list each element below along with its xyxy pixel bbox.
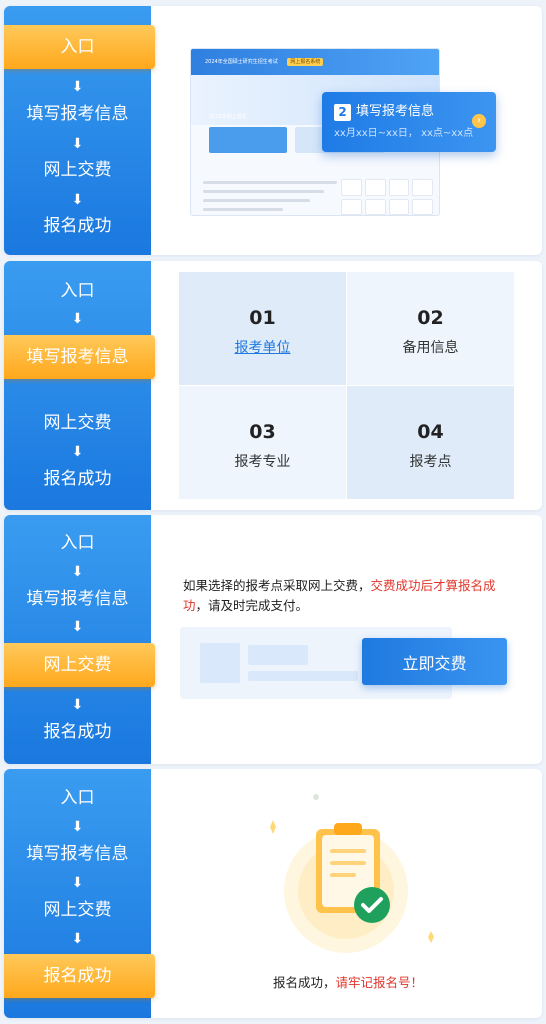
arrow-down-icon: ⬇ — [71, 136, 84, 152]
step-entry[interactable]: 入口 — [60, 533, 95, 553]
fill-info-callout: 2 填写报考信息 xx月xx日~xx日， xx点~xx点 › — [322, 92, 496, 152]
success-document-icon — [270, 794, 434, 953]
arrow-down-icon: ⬇ — [71, 311, 84, 327]
preview-shortcut-grid — [341, 179, 433, 215]
section-number: 03 — [249, 421, 276, 443]
step-success-active[interactable]: 报名成功 — [4, 954, 155, 998]
step-card-fill-info: 入口 ⬇ 填写报考信息 网上交费 ⬇ 报名成功 01 报考单位 02 备用信息 … — [4, 261, 542, 510]
section-number: 02 — [417, 307, 444, 329]
preview-badge: 网上报名系统 — [287, 58, 324, 66]
step-entry-active[interactable]: 入口 — [4, 25, 155, 69]
arrow-down-icon: ⬇ — [71, 931, 84, 947]
success-message: 报名成功，请牢记报名号！ — [154, 973, 542, 993]
step-rail: 入口 ⬇ 填写报考信息 网上交费 ⬇ 报名成功 — [4, 261, 155, 510]
success-warning: 请牢记报名号！ — [335, 975, 424, 990]
chevron-right-icon[interactable]: › — [472, 114, 486, 128]
step-fill-info[interactable]: 填写报考信息 — [26, 844, 129, 864]
payment-preview — [180, 627, 452, 699]
step-success[interactable]: 报名成功 — [43, 722, 112, 742]
step-fill-info[interactable]: 填写报考信息 — [26, 589, 129, 609]
step-entry[interactable]: 入口 — [60, 788, 95, 808]
notice-text-end: ，请及时完成支付。 — [195, 598, 309, 613]
step-fill-info[interactable]: 填写报考信息 — [26, 104, 129, 124]
check-circle-icon — [354, 887, 390, 923]
callout-time: xx月xx日~xx日， xx点~xx点 — [334, 128, 474, 139]
section-card-institution[interactable]: 01 报考单位 — [179, 272, 346, 385]
step-rail: 入口 ⬇ 填写报考信息 ⬇ 网上交费 ⬇ 报名成功 — [4, 6, 155, 255]
preview-panel-title: 2025年网上报名 — [209, 114, 247, 120]
arrow-down-icon: ⬇ — [71, 192, 84, 208]
step-entry[interactable]: 入口 — [60, 281, 95, 301]
section-card-major[interactable]: 03 报考专业 — [179, 386, 346, 499]
step-card-entry: 入口 ⬇ 填写报考信息 ⬇ 网上交费 ⬇ 报名成功 2024年全国硕士研究生招生… — [4, 6, 542, 255]
callout-title: 填写报考信息 — [356, 104, 435, 119]
arrow-down-icon: ⬇ — [71, 619, 84, 635]
arrow-down-icon: ⬇ — [71, 79, 84, 95]
notice-text: 如果选择的报考点采取网上交费， — [183, 578, 371, 593]
arrow-down-icon: ⬇ — [71, 444, 84, 460]
arrow-down-icon: ⬇ — [71, 819, 84, 835]
section-label: 报考点 — [409, 454, 452, 470]
step-card-success: 入口 ⬇ 填写报考信息 ⬇ 网上交费 ⬇ 报名成功 报名成功，请牢记报名号！ — [4, 769, 542, 1018]
success-text: 报名成功， — [272, 975, 336, 990]
step-rail: 入口 ⬇ 填写报考信息 ⬇ 网上交费 ⬇ 报名成功 — [4, 515, 155, 764]
step-number-badge: 2 — [334, 104, 351, 121]
arrow-down-icon: ⬇ — [71, 697, 84, 713]
preview-title: 2024年全国硕士研究生招生考试 — [205, 59, 278, 65]
section-card-exam-site[interactable]: 04 报考点 — [347, 386, 514, 499]
payment-notice: 如果选择的报考点采取网上交费，交费成功后才算报名成功，请及时完成支付。 — [183, 576, 518, 616]
step-fill-info-active[interactable]: 填写报考信息 — [4, 335, 155, 379]
section-label: 报考专业 — [234, 454, 291, 470]
section-label: 备用信息 — [402, 340, 459, 356]
step-card-payment: 入口 ⬇ 填写报考信息 ⬇ 网上交费 ⬇ 报名成功 如果选择的报考点采取网上交费… — [4, 515, 542, 764]
arrow-down-icon: ⬇ — [71, 564, 84, 580]
preview-panel — [209, 127, 287, 153]
info-section-grid: 01 报考单位 02 备用信息 03 报考专业 04 报考点 — [179, 272, 514, 499]
step-online-payment[interactable]: 网上交费 — [43, 413, 112, 433]
preview-header: 2024年全国硕士研究生招生考试 网上报名系统 — [191, 49, 439, 75]
notice-warning: 交费成功后才算报名成功 — [183, 578, 496, 613]
step-online-payment[interactable]: 网上交费 — [43, 900, 112, 920]
step-online-payment[interactable]: 网上交费 — [43, 160, 112, 180]
section-number: 04 — [417, 421, 444, 443]
section-card-backup-info[interactable]: 02 备用信息 — [347, 272, 514, 385]
preview-notice-list — [203, 181, 337, 215]
step-online-payment-active[interactable]: 网上交费 — [4, 643, 155, 687]
section-number: 01 — [249, 307, 276, 329]
section-link-institution[interactable]: 报考单位 — [234, 340, 291, 356]
step-rail: 入口 ⬇ 填写报考信息 ⬇ 网上交费 ⬇ 报名成功 — [4, 769, 155, 1018]
step-success[interactable]: 报名成功 — [43, 469, 112, 489]
step-success[interactable]: 报名成功 — [43, 216, 112, 236]
arrow-down-icon: ⬇ — [71, 875, 84, 891]
pay-now-button[interactable]: 立即交费 — [362, 638, 507, 685]
